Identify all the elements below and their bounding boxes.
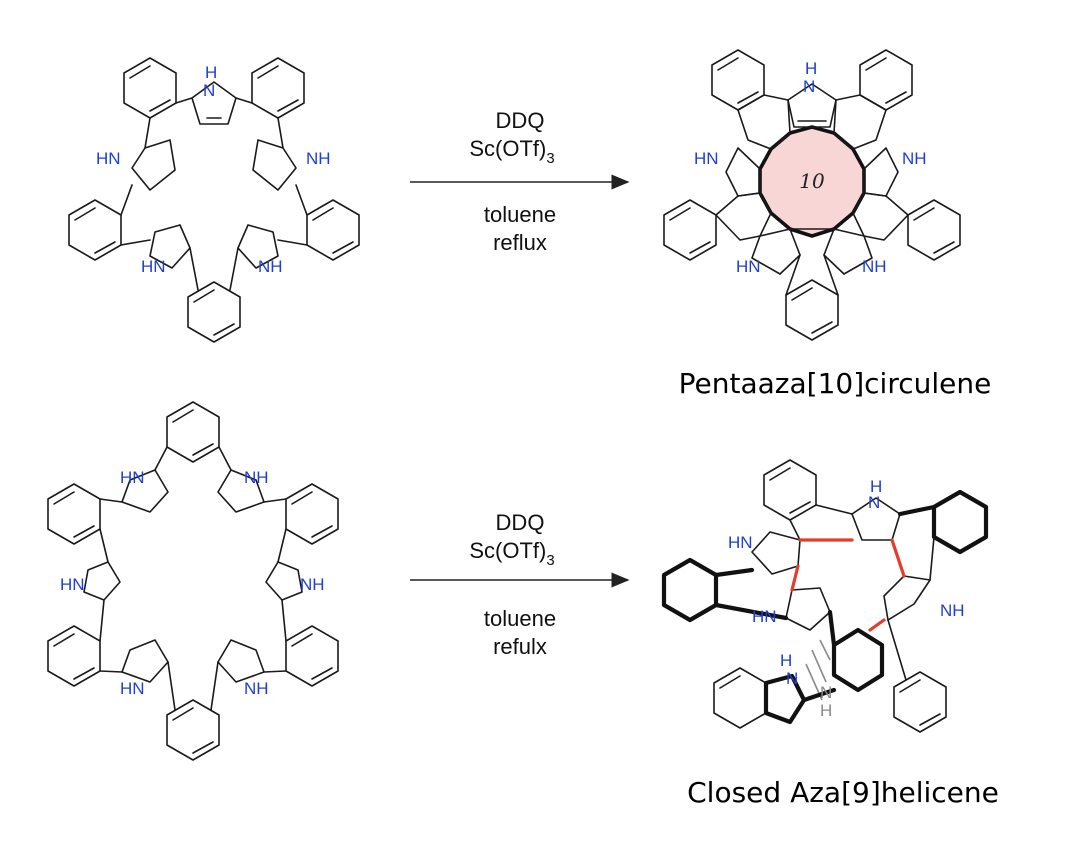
hn-label: HN	[752, 607, 777, 626]
nh-label: N	[786, 669, 798, 688]
nh-label: H	[870, 477, 882, 496]
nh-label: H	[805, 59, 817, 78]
nh-label: NH	[244, 679, 269, 698]
reagent-scotf-subscript: 3	[546, 552, 554, 569]
reagent-ddq: DDQ	[496, 108, 545, 133]
condition-label: refulx	[493, 634, 547, 659]
nh-label: N	[820, 683, 832, 702]
reagent-scotf-subscript: 3	[546, 150, 554, 167]
nh-label: H	[820, 701, 832, 720]
nh-label: NH	[300, 575, 325, 594]
reaction-1-conditions: DDQ Sc(OTf)3 toluene reflux	[410, 108, 630, 255]
reagent-scotf-base: Sc(OTf)	[469, 538, 546, 563]
nh-label: H	[205, 63, 217, 82]
product-name-helicene: Closed Aza[9]helicene	[687, 776, 999, 809]
solvent-label: toluene	[484, 202, 556, 227]
circulene-structure: 10 H	[663, 49, 961, 341]
nh-label: NH	[244, 468, 269, 487]
reagent-scotf: Sc(OTf)3	[469, 538, 554, 569]
hn-label: HN	[141, 257, 166, 276]
macrocycle-1-structure: H N HN NH HN NH	[68, 57, 360, 343]
reagent-scotf: Sc(OTf)3	[469, 136, 554, 167]
nh-label: N	[203, 81, 215, 100]
product-name-circulene: Pentaaza[10]circulene	[679, 367, 992, 400]
ring-size-label: 10	[799, 169, 825, 193]
hn-label: HN	[736, 257, 761, 276]
new-bond	[868, 618, 886, 632]
new-bond	[890, 538, 906, 578]
hn-label: HN	[60, 575, 85, 594]
reagent-scotf-base: Sc(OTf)	[469, 136, 546, 161]
condition-label: reflux	[493, 230, 547, 255]
nh-label: N	[868, 493, 880, 512]
hn-label: HN	[728, 533, 753, 552]
hn-label: HN	[694, 149, 719, 168]
new-bond	[790, 564, 800, 592]
nh-label: NH	[306, 149, 331, 168]
nh-label: NH	[862, 257, 887, 276]
solvent-label: toluene	[484, 606, 556, 631]
hn-label: HN	[96, 149, 121, 168]
nh-label: NH	[902, 149, 927, 168]
nh-label: H	[780, 651, 792, 670]
central-10-ring	[758, 125, 866, 238]
nh-label: N	[803, 77, 815, 96]
nh-label: NH	[258, 257, 283, 276]
reagent-ddq: DDQ	[496, 510, 545, 535]
nh-label: NH	[940, 601, 965, 620]
hn-label: HN	[120, 679, 145, 698]
macrocycle-2-structure: HN NH HN NH HN NH	[47, 401, 339, 761]
helicene-structure: HN H N NH HN H N N H	[661, 459, 989, 733]
hn-label: HN	[120, 468, 145, 487]
reaction-2-conditions: DDQ Sc(OTf)3 toluene refulx	[410, 510, 630, 659]
